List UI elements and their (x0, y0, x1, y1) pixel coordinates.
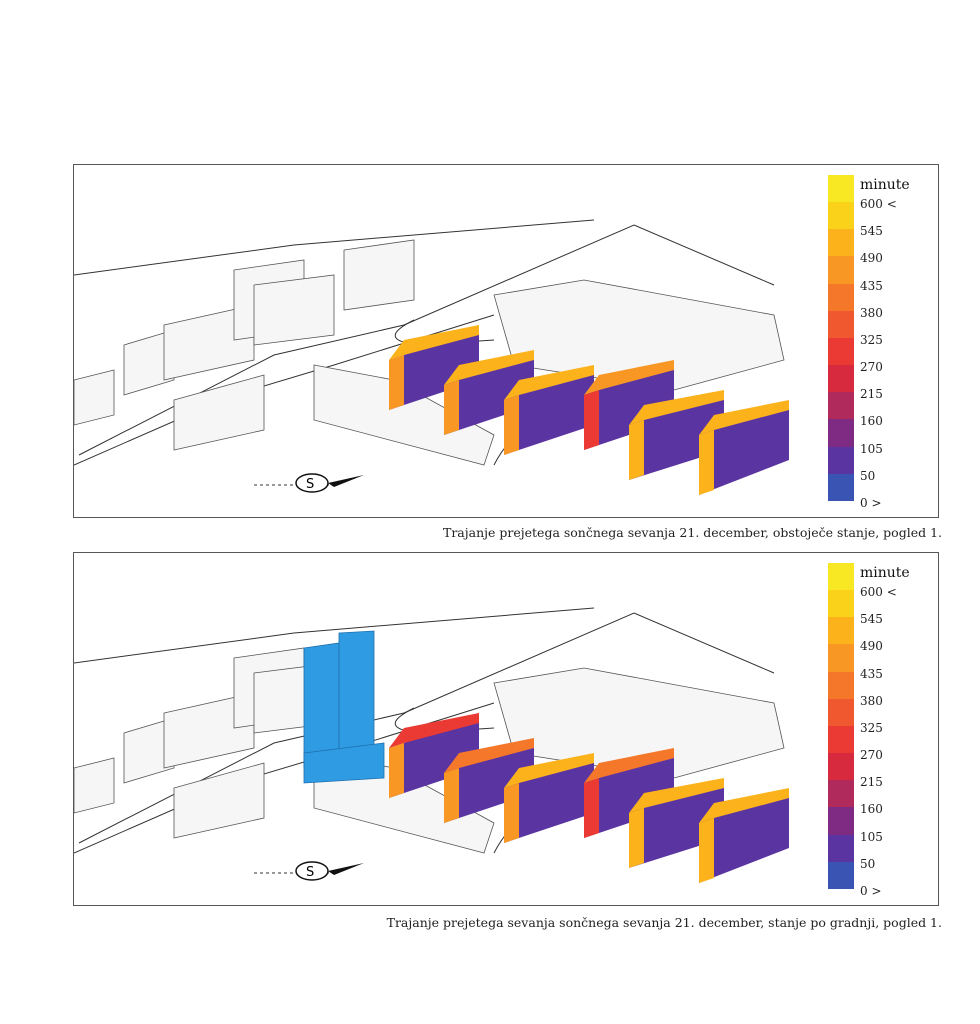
legend-label: 270 (860, 360, 883, 375)
legend-label: 50 (860, 468, 876, 483)
solar-exposure-render-existing: S (74, 219, 789, 495)
legend-label: 160 (860, 414, 883, 429)
legend-swatch (828, 202, 854, 230)
legend-swatch (828, 283, 854, 311)
legend-swatch (828, 617, 854, 645)
svg-text:S: S (306, 865, 314, 880)
legend-label: 490 (860, 639, 883, 654)
legend-swatch (828, 256, 854, 284)
legend-swatch (828, 229, 854, 257)
legend-label: 270 (860, 748, 883, 763)
legend-swatch (828, 671, 854, 699)
legend-label: 105 (860, 829, 883, 844)
legend-label: 600 < (860, 197, 897, 211)
legend-swatch (828, 337, 854, 366)
legend-label: 380 (860, 305, 883, 320)
figure-panel-existing: S minute 600 < 545 490 435 380 325 270 215 160 10… (73, 164, 939, 518)
legend-label: 545 (860, 224, 883, 239)
legend-swatch (828, 698, 854, 726)
legend-swatch (828, 310, 854, 338)
figure-panel-after-construction: S minute 600 < 545 490 435 380 325 270 215 160 10… (73, 552, 939, 906)
legend-swatch (828, 392, 854, 420)
legend-swatch (828, 834, 854, 862)
compass: S (295, 861, 364, 881)
new-tower (303, 630, 385, 784)
legend-swatch (828, 473, 854, 501)
legend-label: 600 < (860, 585, 897, 599)
legend-label: 380 (860, 693, 883, 708)
legend-swatch (828, 446, 854, 474)
legend-label: 215 (860, 387, 883, 402)
svg-text:S: S (306, 477, 314, 492)
legend-swatch (828, 365, 854, 393)
legend-swatch (828, 590, 854, 618)
analysed-blocks (389, 325, 789, 495)
legend-label: 325 (860, 720, 883, 735)
color-legend: minute 600 < 545 490 435 380 325 270 215 160 105 5… (826, 563, 936, 898)
context-buildings (74, 647, 785, 854)
legend-swatch (828, 563, 854, 591)
legend-label: 105 (860, 441, 883, 456)
compass: S (295, 473, 364, 493)
figure-caption: Trajanje prejetega sevanja sončnega seva… (386, 915, 942, 930)
analysed-blocks (389, 713, 789, 883)
legend-label: 490 (860, 251, 883, 266)
legend-label: 325 (860, 332, 883, 347)
legend-color-scale (828, 563, 854, 889)
legend-label: 0 > (860, 883, 882, 898)
solar-exposure-render-after: S (74, 607, 789, 883)
legend-label: 160 (860, 802, 883, 817)
legend-swatch (828, 807, 854, 835)
legend-swatch (828, 861, 854, 889)
legend-swatch (828, 419, 854, 447)
legend-label: 435 (860, 278, 883, 293)
color-legend: minute 600 < 545 490 435 380 325 270 215 160 105 5… (826, 175, 936, 510)
context-buildings (74, 239, 785, 466)
legend-swatch (828, 175, 854, 203)
legend-swatch (828, 780, 854, 808)
legend-label: 435 (860, 666, 883, 681)
legend-label: 50 (860, 856, 876, 871)
legend-label: 215 (860, 775, 883, 790)
legend-label: 0 > (860, 495, 882, 510)
legend-color-scale (828, 175, 854, 501)
legend-swatch (828, 644, 854, 672)
figure-caption: Trajanje prejetega sončnega sevanja 21. … (442, 525, 942, 540)
legend-swatch (828, 753, 854, 781)
legend-label: 545 (860, 612, 883, 627)
legend-title: minute (860, 177, 910, 193)
legend-title: minute (860, 565, 910, 581)
legend-swatch (828, 725, 854, 754)
